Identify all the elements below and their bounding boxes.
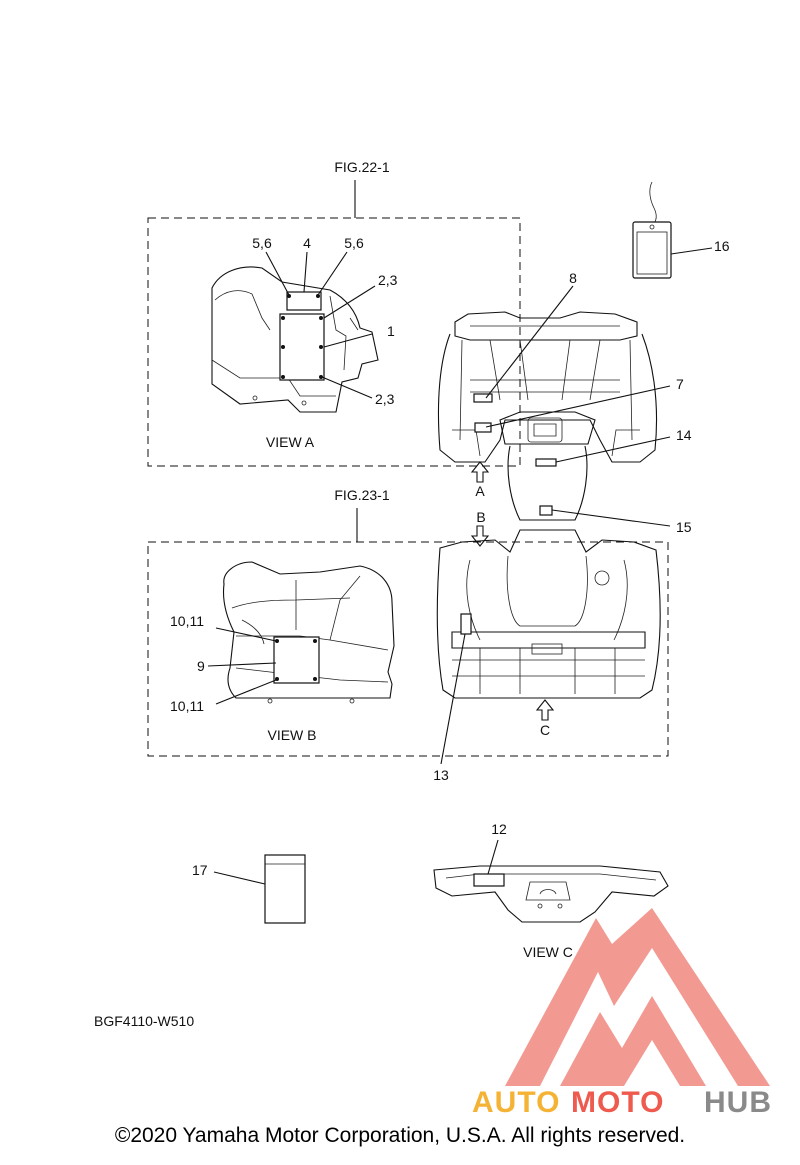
callout-8: 8	[569, 270, 577, 286]
callout-16: 16	[714, 238, 730, 254]
arrow-b-icon	[470, 525, 490, 547]
callout-17: 17	[192, 862, 208, 878]
callout-12: 12	[491, 821, 507, 837]
view-a-leaders	[265, 251, 376, 399]
decal-13	[460, 613, 472, 635]
callout-10-11-bottom: 10,11	[170, 698, 204, 714]
view-c-drawing	[433, 865, 669, 923]
callout-5-6-left: 5,6	[252, 235, 272, 251]
fig-23-label: FIG.23-1	[334, 487, 389, 503]
decal-9	[273, 636, 320, 684]
view-a-label: VIEW A	[266, 434, 315, 450]
callout-4: 4	[303, 235, 311, 251]
view-b-box	[147, 541, 669, 757]
part-code: BGF4110-W510	[94, 1013, 194, 1029]
callout-1: 1	[387, 323, 395, 339]
watermark-auto: AUTO	[472, 1086, 560, 1119]
callout-7: 7	[676, 376, 684, 392]
view-c-label: VIEW C	[523, 944, 573, 960]
callout-10-11-top: 10,11	[170, 613, 204, 629]
callout-5-6-right: 5,6	[344, 235, 364, 251]
watermark-hub: HUB	[704, 1086, 772, 1119]
atv-top-view	[436, 311, 661, 699]
callout-9: 9	[197, 658, 205, 674]
watermark-moto: MOTO	[571, 1086, 664, 1119]
callout-15: 15	[676, 519, 692, 535]
callout-13: 13	[433, 767, 449, 783]
callout-2-3-bottom: 2,3	[375, 391, 395, 407]
view-a-box	[147, 217, 521, 467]
item-17-card	[264, 854, 306, 924]
decal-7	[474, 422, 492, 433]
fig-22-label: FIG.22-1	[334, 159, 389, 175]
arrow-c-icon	[535, 699, 555, 721]
callout-14: 14	[676, 427, 692, 443]
arrow-b-label: B	[476, 509, 485, 525]
view-b-drawing	[222, 561, 395, 704]
automotohub-logo	[505, 908, 770, 1086]
view-b-label: VIEW B	[267, 727, 316, 743]
arrow-c-label: C	[540, 722, 550, 738]
decal-15	[539, 505, 553, 516]
copyright-notice: ©2020 Yamaha Motor Corporation, U.S.A. A…	[114, 1124, 686, 1147]
arrow-a-label: A	[475, 483, 485, 499]
atv-leaders	[440, 285, 671, 765]
decal-4	[286, 291, 322, 311]
decal-1	[279, 313, 325, 381]
hang-tag-16	[632, 181, 672, 279]
decal-14	[535, 458, 557, 467]
callout-2-3-top: 2,3	[378, 272, 398, 288]
view-b-leaders	[207, 627, 277, 705]
arrow-a-icon	[470, 461, 490, 483]
decal-8	[473, 393, 493, 403]
decal-12	[473, 873, 505, 887]
